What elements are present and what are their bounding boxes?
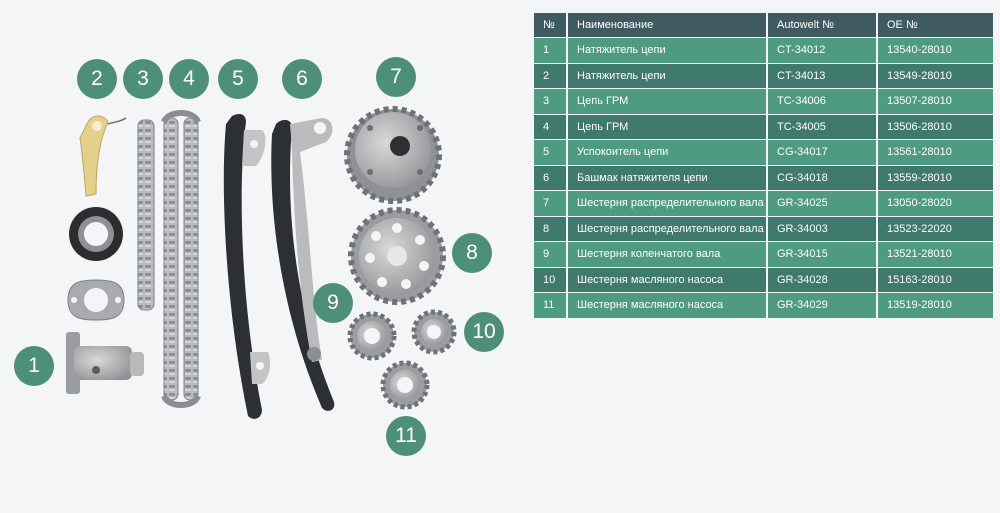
cell-autowelt-number: GR-34003 <box>768 216 878 242</box>
cell-name: Шестерня масляного насоса <box>568 267 768 293</box>
part-badge-10: 10 <box>464 312 504 352</box>
cell-oe-number: 13506-28010 <box>878 114 993 140</box>
cell-autowelt-number: CT-34012 <box>768 38 878 64</box>
cell-name: Натяжитель цепи <box>568 63 768 89</box>
cell-number: 11 <box>534 293 568 319</box>
cell-number: 5 <box>534 140 568 166</box>
cell-name: Шестерня коленчатого вала <box>568 242 768 268</box>
part-10-oil-pump-gear <box>411 309 457 355</box>
cell-autowelt-number: GR-34015 <box>768 242 878 268</box>
cell-number: 2 <box>534 63 568 89</box>
parts-illustration <box>66 106 457 419</box>
part-oil-seal <box>69 207 123 261</box>
cell-name: Натяжитель цепи <box>568 38 768 64</box>
cell-autowelt-number: GR-34028 <box>768 267 878 293</box>
cell-number: 9 <box>534 242 568 268</box>
cell-name: Шестерня распределительного вала <box>568 191 768 217</box>
cell-autowelt-number: CT-34013 <box>768 63 878 89</box>
header-oe-number: OE № <box>878 13 993 38</box>
cell-number: 4 <box>534 114 568 140</box>
part-1-tensioner <box>66 332 144 394</box>
header-name: Наименование <box>568 13 768 38</box>
cell-oe-number: 13521-28010 <box>878 242 993 268</box>
part-badge-4: 4 <box>169 59 209 99</box>
cell-number: 3 <box>534 89 568 115</box>
parts-photo: 1 2 3 4 5 6 7 8 9 10 11 <box>14 57 504 456</box>
cell-number: 8 <box>534 216 568 242</box>
part-8-cam-gear <box>348 207 446 305</box>
cell-oe-number: 13050-28020 <box>878 191 993 217</box>
table-row: 5 Успокоитель цепи CG-34017 13561-28010 <box>534 140 993 166</box>
part-badge-6: 6 <box>282 59 322 99</box>
cell-name: Шестерня масляного насоса <box>568 293 768 319</box>
cell-autowelt-number: CG-34017 <box>768 140 878 166</box>
part-badge-3: 3 <box>123 59 163 99</box>
cell-oe-number: 13540-28010 <box>878 38 993 64</box>
cell-oe-number: 13559-28010 <box>878 165 993 191</box>
cell-autowelt-number: GR-34029 <box>768 293 878 319</box>
part-3-chain <box>137 119 155 311</box>
table-row: 2 Натяжитель цепи CT-34013 13549-28010 <box>534 63 993 89</box>
part-gasket <box>67 279 125 321</box>
part-2-tensioner <box>79 115 127 197</box>
part-badge-9: 9 <box>313 283 353 323</box>
cell-name: Цепь ГРМ <box>568 89 768 115</box>
part-4-chain <box>161 110 201 408</box>
cell-oe-number: 13523-22020 <box>878 216 993 242</box>
cell-autowelt-number: GR-34025 <box>768 191 878 217</box>
cell-oe-number: 13549-28010 <box>878 63 993 89</box>
part-badge-11: 11 <box>386 416 426 456</box>
part-badge-1: 1 <box>14 346 54 386</box>
table-row: 3 Цепь ГРМ TC-34006 13507-28010 <box>534 89 993 115</box>
cell-oe-number: 13507-28010 <box>878 89 993 115</box>
cell-number: 1 <box>534 38 568 64</box>
cell-number: 7 <box>534 191 568 217</box>
table-row: 1 Натяжитель цепи CT-34012 13540-28010 <box>534 38 993 64</box>
part-badge-5: 5 <box>218 59 258 99</box>
table-header-row: № Наименование Autowelt № OE № <box>534 13 993 38</box>
cell-name: Цепь ГРМ <box>568 114 768 140</box>
header-autowelt-number: Autowelt № <box>768 13 878 38</box>
cell-name: Успокоитель цепи <box>568 140 768 166</box>
part-badge-8: 8 <box>452 233 492 273</box>
part-9-crank-gear <box>347 311 397 361</box>
table-row: 6 Башмак натяжителя цепи CG-34018 13559-… <box>534 165 993 191</box>
cell-autowelt-number: TC-34005 <box>768 114 878 140</box>
cell-oe-number: 13561-28010 <box>878 140 993 166</box>
cell-oe-number: 13519-28010 <box>878 293 993 319</box>
table-row: 11 Шестерня масляного насоса GR-34029 13… <box>534 293 993 319</box>
cell-name: Шестерня распределительного вала <box>568 216 768 242</box>
part-11-oil-pump-gear <box>380 360 430 410</box>
cell-autowelt-number: CG-34018 <box>768 165 878 191</box>
part-7-cam-gear <box>344 106 442 204</box>
table-row: 7 Шестерня распределительного вала GR-34… <box>534 191 993 217</box>
table-row: 9 Шестерня коленчатого вала GR-34015 135… <box>534 242 993 268</box>
part-badge-2: 2 <box>77 59 117 99</box>
table-row: 4 Цепь ГРМ TC-34005 13506-28010 <box>534 114 993 140</box>
header-number: № <box>534 13 568 38</box>
cell-name: Башмак натяжителя цепи <box>568 165 768 191</box>
cell-oe-number: 15163-28010 <box>878 267 993 293</box>
cell-number: 6 <box>534 165 568 191</box>
cell-autowelt-number: TC-34006 <box>768 89 878 115</box>
table-row: 8 Шестерня распределительного вала GR-34… <box>534 216 993 242</box>
part-5-chain-guide <box>223 114 270 419</box>
parts-table: № Наименование Autowelt № OE № 1 Натяжит… <box>534 13 993 319</box>
cell-number: 10 <box>534 267 568 293</box>
part-badge-7: 7 <box>376 57 416 97</box>
table-row: 10 Шестерня масляного насоса GR-34028 15… <box>534 267 993 293</box>
part-6-tensioner-shoe <box>271 118 335 411</box>
